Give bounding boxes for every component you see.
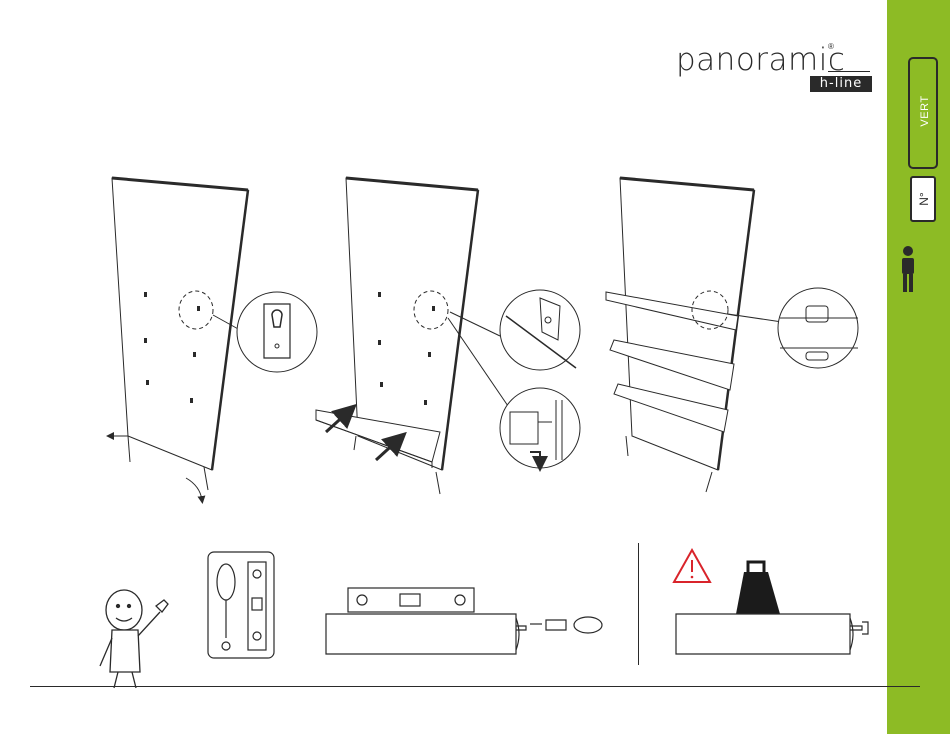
step-3-panel	[606, 178, 858, 492]
step-2-panel	[316, 178, 580, 494]
stick-figure	[100, 590, 168, 688]
load-beam	[676, 614, 868, 654]
weight-icon	[736, 562, 780, 614]
leveling-step	[326, 588, 602, 654]
warning-icon	[674, 550, 710, 582]
tools-box	[208, 552, 274, 658]
step-1-panel	[110, 178, 317, 500]
person-icon	[902, 246, 914, 292]
